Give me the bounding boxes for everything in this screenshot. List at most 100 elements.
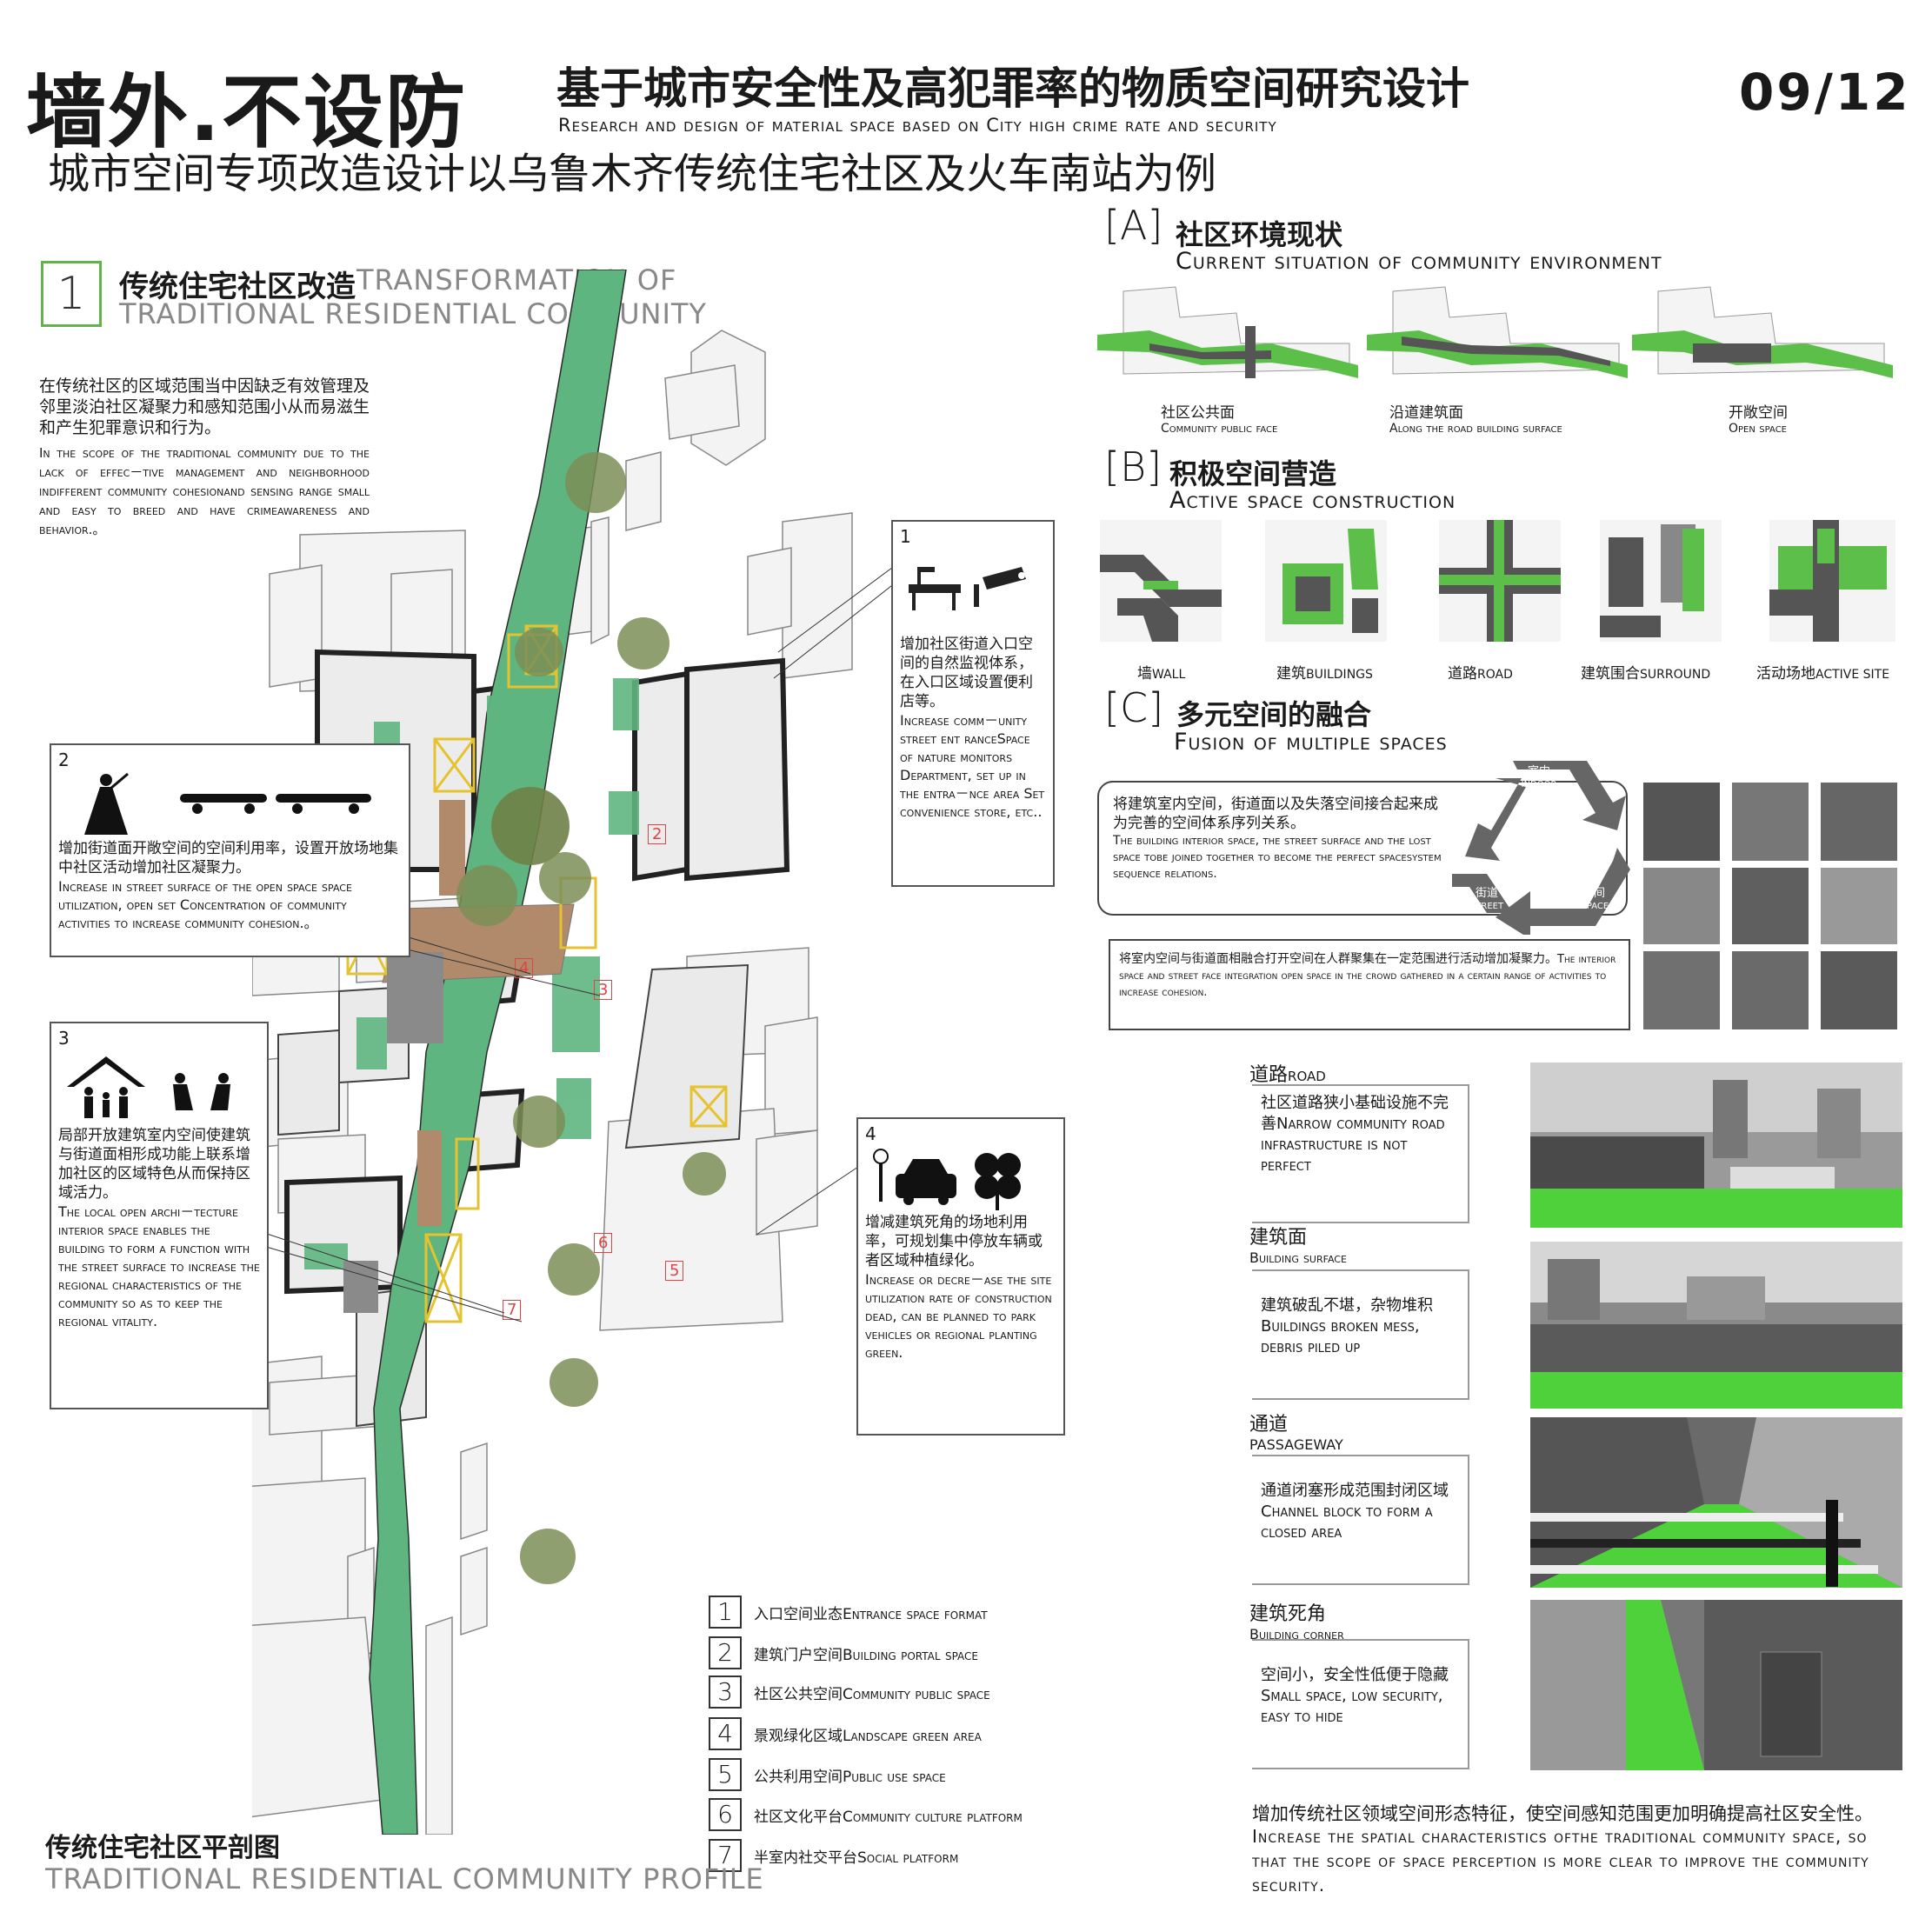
callout-3-en: The local open archi－tecture interior sp… bbox=[58, 1203, 260, 1329]
callout-4-icons bbox=[873, 1149, 1021, 1210]
conclusion-cn: 增加传统社区领域空间形态特征，使空间感知范围更加明确提高社区安全性。 bbox=[1252, 1803, 1873, 1824]
callout-4-number: 4 bbox=[865, 1123, 876, 1144]
callout-4-en: Increase or decre－ase the site utilizati… bbox=[865, 1271, 1052, 1361]
car-icon bbox=[896, 1159, 956, 1205]
legend-num-6: 6 bbox=[709, 1798, 742, 1831]
map-label-7: 7 bbox=[503, 1300, 522, 1320]
issue-corner-cn: 空间小，安全性低便于隐藏 bbox=[1261, 1666, 1449, 1684]
cycle-street-en: STREET bbox=[1469, 902, 1504, 911]
section-b-en: Active space construction bbox=[1169, 487, 1456, 514]
caption-b-road: 道路ROAD bbox=[1448, 661, 1513, 683]
issue-road-hdr-en: ROAD bbox=[1288, 1069, 1326, 1084]
caption-b-buildings: 建筑BUILDINGS bbox=[1276, 661, 1373, 683]
legend-num-1: 1 bbox=[709, 1596, 742, 1629]
callout-1-cn: 增加社区街道入口空间的自然监视体系，在入口区域设置便利店等。 bbox=[900, 636, 1033, 710]
photo-passageway bbox=[1530, 1417, 1902, 1588]
diagram-b-road bbox=[1439, 520, 1561, 642]
bench-icon bbox=[909, 567, 961, 610]
trees bbox=[456, 452, 726, 1584]
issue-road-cn: 社区道路狭小基础设施不完善 bbox=[1261, 1094, 1449, 1133]
legend-en-6: Community culture platform bbox=[843, 1808, 1023, 1826]
parking-icon bbox=[873, 1149, 889, 1202]
issue-building-hdr-en: Building surface bbox=[1249, 1249, 1347, 1266]
callout-4-cn: 增减建筑死角的场地利用率，可规划集中停放车辆或者区域种植绿化。 bbox=[865, 1214, 1043, 1269]
legend-num-3: 3 bbox=[709, 1676, 742, 1709]
callout-3-cn: 局部开放建筑室内空间使建筑与街道面相形成功能上联系增加社区的区域特色从而保持区域… bbox=[58, 1127, 250, 1202]
legend-cn-5: 公共利用空间 bbox=[754, 1768, 843, 1786]
caption-a2: 沿道建筑面 Along the road building surface bbox=[1389, 400, 1562, 436]
issue-corner-en: Small space, low security, easy to hide bbox=[1261, 1687, 1443, 1726]
caption-a1-cn: 社区公共面 bbox=[1161, 404, 1235, 422]
plaza-strip bbox=[439, 800, 465, 896]
section-a-diagrams bbox=[1097, 286, 1893, 378]
cycle-lost-label: 失落空间 LOST SPACE bbox=[1552, 887, 1613, 913]
callout-1: 1 增加社区街道入口空间的自然监视体系，在入口区域设置便利店等。 Increas… bbox=[891, 520, 1055, 887]
legend-en-5: Public use space bbox=[843, 1768, 946, 1786]
legend-num-4: 4 bbox=[709, 1717, 742, 1750]
caption-b-wall-en: WALL bbox=[1152, 668, 1186, 682]
caption-a2-cn: 沿道建筑面 bbox=[1389, 404, 1463, 422]
fusion-box-1-cn: 将建筑室内空间，街道面以及失落空间接合起来成为完善的空间体系序列关系。 bbox=[1113, 796, 1438, 832]
skateboard-icon bbox=[180, 794, 371, 814]
issue-passage-hdr-cn: 通道 bbox=[1249, 1414, 1289, 1436]
fusion-box-1: 将建筑室内空间，街道面以及失落空间接合起来成为完善的空间体系序列关系。 The … bbox=[1097, 781, 1628, 916]
fusion-box-2: 将室内空间与街道面相融合打开空间在人群聚集在一定范围进行活动增加凝聚力。The … bbox=[1109, 939, 1630, 1030]
legend-cn-1: 入口空间业态 bbox=[754, 1605, 843, 1623]
caption-a3: 开敞空间 Open space bbox=[1729, 400, 1788, 436]
legend-num-2: 2 bbox=[709, 1636, 742, 1669]
caption-b-buildings-en: BUILDINGS bbox=[1306, 668, 1373, 682]
clover-icon bbox=[975, 1153, 1021, 1210]
caption-b-road-en: ROAD bbox=[1477, 668, 1513, 682]
ref-photo bbox=[1821, 783, 1897, 861]
section-c-cn: 多元空间的融合 bbox=[1176, 698, 1372, 731]
issue-passage-header: 通道 PASSAGEWAY bbox=[1249, 1409, 1343, 1453]
cycle-lost-en: LOST SPACE bbox=[1556, 902, 1609, 911]
section-c-letter: [C] bbox=[1104, 684, 1164, 731]
section-title-cn: 传统住宅社区改造 bbox=[119, 270, 356, 304]
caption-b-surround-en: SURROUND bbox=[1640, 668, 1711, 682]
caption-b-road-cn: 道路 bbox=[1448, 665, 1477, 683]
callout-2-cn: 增加街道面开敞空间的空间利用率，设置开放场地集中社区活动增加社区凝聚力。 bbox=[58, 840, 398, 876]
section-b-diagrams bbox=[1100, 520, 1895, 642]
issue-corner-hdr-en: Building corner bbox=[1249, 1626, 1344, 1642]
map-label-3: 3 bbox=[594, 980, 613, 1000]
callout-3-number: 3 bbox=[58, 1028, 70, 1049]
issue-corner-header: 建筑死角 Building corner bbox=[1249, 1598, 1344, 1642]
caption-b-wall-cn: 墙 bbox=[1137, 665, 1152, 683]
section-b-letter: [B] bbox=[1104, 443, 1163, 490]
map-label-6: 6 bbox=[594, 1233, 613, 1253]
diagram-b-active-site bbox=[1769, 520, 1895, 642]
issue-corner-hdr-cn: 建筑死角 bbox=[1249, 1603, 1327, 1625]
issue-passage-cn: 通道闭塞形成范围封闭区域 bbox=[1261, 1482, 1449, 1500]
fusion-box-1-en: The building interior space, the street … bbox=[1113, 834, 1442, 881]
diagram-b-buildings bbox=[1265, 520, 1387, 642]
diagram-b-wall bbox=[1100, 520, 1222, 642]
caption-b-wall: 墙WALL bbox=[1137, 661, 1185, 683]
ref-photo bbox=[1732, 868, 1809, 944]
legend-cn-7: 半室内社交平台 bbox=[754, 1849, 857, 1867]
cycle-lost-cn: 失落空间 bbox=[1559, 887, 1605, 900]
map-label-5: 5 bbox=[665, 1261, 684, 1281]
diagram-a3 bbox=[1632, 286, 1893, 378]
section-a-cn: 社区环境现状 bbox=[1176, 218, 1343, 251]
issue-road-box: 社区道路狭小基础设施不完善Narrow community road infra… bbox=[1252, 1084, 1469, 1223]
green-street-spine bbox=[369, 270, 627, 1835]
issue-passage-hdr-en: PASSAGEWAY bbox=[1249, 1436, 1343, 1453]
issue-corner-box: 空间小，安全性低便于隐藏 Small space, low security, e… bbox=[1252, 1639, 1469, 1769]
cycle-indoor-en: INDOOR bbox=[1521, 780, 1557, 789]
cycle-street-label: 街道 STREET bbox=[1461, 887, 1513, 913]
callout-1-en: Increase comm－unity street ent ranceSpac… bbox=[900, 712, 1045, 820]
caption-b-active-site: 活动场地ACTIVE SITE bbox=[1756, 661, 1889, 683]
intro-en: In the scope of the traditional communit… bbox=[39, 445, 370, 537]
ref-photo bbox=[1732, 951, 1809, 1029]
issue-building-en: Buildings broken mess, debris piled up bbox=[1261, 1317, 1420, 1356]
callout-2-number: 2 bbox=[58, 749, 70, 770]
page-number: 09/12 bbox=[1739, 63, 1911, 122]
map-label-2: 2 bbox=[648, 824, 667, 844]
issue-building-box: 建筑破乱不堪，杂物堆积Buildings broken mess, debris… bbox=[1252, 1269, 1469, 1400]
dancer-icon bbox=[84, 772, 129, 835]
